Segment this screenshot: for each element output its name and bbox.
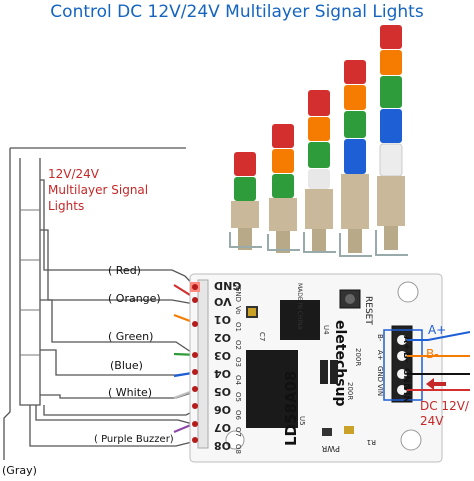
right-pin-inner-vin: VIN	[376, 384, 384, 396]
u4-label: U4	[322, 325, 330, 335]
r1-label: R1	[367, 438, 376, 446]
pin-o3: O3	[214, 349, 231, 362]
pin-o5: O5	[214, 385, 231, 398]
signal-tower-5-layer	[339, 60, 372, 257]
pwr-label: PWR	[321, 444, 340, 453]
r200-1-label: 200R	[354, 348, 362, 366]
tower-label-line-2: Multilayer Signal	[48, 183, 148, 197]
chip-u4	[280, 300, 320, 340]
right-pin-vin: VIN	[401, 385, 411, 403]
wire-label-white: ( White)	[108, 386, 152, 399]
power-arrow-icon	[426, 378, 446, 390]
wire-label-red: ( Red)	[108, 264, 141, 277]
pin-o6: O6	[214, 403, 231, 416]
signal-tower-5-layer-white	[375, 25, 408, 256]
pin-vo: VO	[214, 295, 232, 308]
pin-inner-o8: O8	[234, 444, 242, 454]
pin-inner-o2: O2	[234, 340, 242, 350]
signal-tower-4-layer	[303, 90, 336, 253]
tower-label-line-3: Lights	[48, 199, 84, 213]
wire-label-blue: (Blue)	[110, 359, 143, 372]
u5-label: U5	[298, 416, 306, 426]
model-label: LD58A08	[282, 371, 300, 446]
pin-inner-vo: Vo	[234, 306, 242, 315]
brand-label: eletechsup	[332, 320, 348, 407]
pin-o7: O7	[214, 421, 231, 434]
pin-inner-o4: O4	[234, 375, 242, 386]
pin-inner-o6: O6	[234, 410, 242, 421]
tower-label-line-1: 12V/24V	[48, 167, 100, 181]
pin-inner-o7: O7	[234, 427, 242, 437]
wire-label-orange: ( Orange)	[108, 292, 161, 305]
signal-tower-2-layer	[229, 152, 262, 250]
pin-o1: O1	[214, 313, 231, 326]
r200-2-label: 200R	[346, 382, 354, 400]
wire-label-green: ( Green)	[108, 330, 153, 343]
pin-inner-o1: O1	[234, 322, 242, 332]
pin-o8: O8	[214, 439, 231, 452]
ground-label: (Gray)	[2, 464, 37, 477]
right-pin-gnd: GND	[401, 368, 411, 390]
right-pin-b: B-	[401, 352, 411, 363]
reset-label: RESET	[363, 296, 373, 325]
right-pin-inner-gnd: GND	[376, 366, 384, 382]
made-in-label: MADE IN CHINA	[296, 283, 303, 331]
power-label-line-1: DC 12V/	[420, 399, 470, 413]
pin-inner-o5: O5	[234, 392, 242, 402]
pin-inner-o3: O3	[234, 357, 242, 367]
pin-o2: O2	[214, 331, 231, 344]
page-title: Control DC 12V/24V Multilayer Signal Lig…	[50, 2, 424, 22]
wires	[29, 179, 201, 447]
right-wires	[407, 331, 471, 391]
right-pin-a: A+	[401, 336, 411, 351]
power-label-line-2: 24V	[420, 414, 444, 428]
signal-tower-3-layer	[267, 124, 300, 253]
wire-label-purple-buzzer: ( Purple Buzzer)	[94, 434, 174, 445]
pin-gnd: GND	[214, 279, 241, 292]
wire-labels: ( Red) ( Orange) ( Green) (Blue) ( White…	[2, 264, 174, 477]
pin-inner-gnd: GND	[234, 286, 242, 302]
b-minus-label: B-	[426, 347, 439, 361]
right-pin-inner-b: B-	[376, 334, 384, 342]
pin-o4: O4	[214, 367, 231, 380]
controller-board: GND VO O1 O2 O3 O4 O5 O6 O7 O8 GND Vo O1…	[189, 273, 443, 463]
chip-u5	[246, 350, 298, 428]
a-plus-label: A+	[428, 323, 446, 337]
right-pin-inner-a: A+	[376, 350, 384, 361]
tower-label: 12V/24V Multilayer Signal Lights	[48, 167, 148, 213]
c7-label: C7	[258, 332, 266, 341]
